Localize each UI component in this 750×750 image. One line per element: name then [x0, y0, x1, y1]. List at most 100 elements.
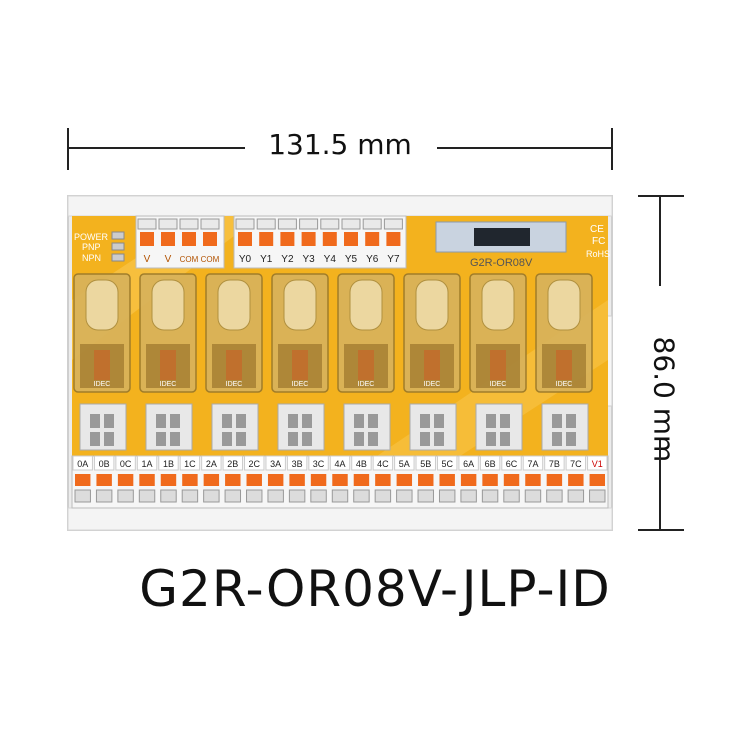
relay: IDEC: [403, 273, 461, 393]
terminal-slot: [299, 218, 319, 230]
terminal-lever: [439, 474, 455, 486]
relay-socket: [277, 403, 325, 451]
relay: IDEC: [139, 273, 197, 393]
terminal-slot: [267, 489, 284, 503]
socket-pin: [354, 432, 364, 446]
terminal-slot: [383, 218, 403, 230]
terminal-slot: [277, 218, 297, 230]
terminal-lever: [203, 474, 220, 486]
width-dimension-label: 131.5 mm: [268, 128, 412, 161]
socket-pin: [90, 414, 100, 428]
socket-pin: [288, 432, 298, 446]
terminal-label-cell: [158, 455, 179, 471]
terminal-slot: [224, 489, 242, 503]
indicator-led-group: POWER PNP NPN: [74, 231, 125, 263]
terminal-slot: [341, 218, 361, 230]
terminal-label-cell: [244, 455, 265, 471]
terminal-lever: [546, 474, 563, 486]
terminal-lever: [75, 474, 91, 486]
terminal-label-cell: [329, 455, 351, 471]
terminal-slot: [438, 489, 456, 503]
terminal-slot: [160, 489, 177, 503]
socket-pin: [486, 432, 496, 446]
top-power-terminal-label: COM: [201, 255, 220, 264]
socket-pin: [288, 414, 298, 428]
pcb-label: G2R-OR08V: [470, 257, 533, 269]
socket-pin: [156, 414, 166, 428]
terminal-lever: [280, 232, 295, 246]
socket-pin: [368, 414, 378, 428]
terminal-slot: [546, 489, 563, 503]
socket-pin: [434, 414, 444, 428]
terminal-lever: [375, 474, 391, 486]
terminal-slot: [353, 489, 370, 503]
socket-pin: [104, 432, 114, 446]
terminal-slot: [567, 489, 585, 503]
socket-pin: [170, 414, 180, 428]
terminal-label-cell: [501, 455, 522, 471]
terminal-lever: [386, 232, 401, 246]
terminal-slot: [246, 489, 263, 503]
terminal-label-cell: [436, 455, 458, 471]
bottom-terminal-label: 3A: [270, 459, 281, 469]
indicator-npn: NPN: [82, 253, 101, 263]
socket-pin: [500, 432, 510, 446]
terminal-label-cell: [265, 455, 286, 471]
terminal-lever: [568, 474, 584, 486]
ribbon-connector: G2R-OR08V: [435, 221, 567, 269]
relay-socket: [343, 403, 391, 451]
terminal-lever: [396, 474, 413, 486]
terminal-label-cell: [479, 455, 501, 471]
relay-socket: [145, 403, 193, 451]
cert-marks: CE FC RoHS: [586, 224, 610, 259]
terminal-label-cell: [415, 455, 436, 471]
terminal-lever: [182, 474, 198, 486]
bottom-terminal-label: 2A: [206, 459, 217, 469]
terminal-lever: [418, 474, 434, 486]
top-power-terminal-label: V: [165, 254, 172, 265]
socket-pin: [104, 414, 114, 428]
terminal-lever: [344, 232, 358, 246]
bottom-terminal-label: 3B: [292, 459, 303, 469]
relay-brand-label: IDEC: [358, 381, 375, 388]
socket-pin: [222, 414, 232, 428]
terminal-label-cell: [115, 455, 136, 471]
top-power-terminal-label: V: [144, 254, 151, 265]
relay: IDEC: [469, 273, 527, 393]
socket-pin: [420, 414, 430, 428]
terminal-label-cell: [565, 455, 587, 471]
relay-socket: [211, 403, 259, 451]
bottom-terminal-label: 7C: [570, 459, 582, 469]
bottom-terminal-label: 0C: [120, 459, 132, 469]
terminal-lever: [525, 474, 541, 486]
bottom-terminal-label: 0B: [99, 459, 110, 469]
terminal-lever: [139, 474, 155, 486]
bottom-terminal-label: 5C: [441, 459, 453, 469]
socket-pin: [302, 432, 312, 446]
top-signal-terminal-label: Y5: [345, 254, 358, 265]
height-dimension-line: [638, 195, 684, 531]
top-signal-terminal-label: Y3: [302, 254, 315, 265]
socket-pin: [552, 432, 562, 446]
socket-pin: [354, 414, 364, 428]
terminal-label-cell: [458, 455, 479, 471]
terminal-slot: [396, 489, 413, 503]
bottom-terminal-label: 4C: [377, 459, 389, 469]
relay: IDEC: [73, 273, 131, 393]
terminal-lever: [238, 232, 252, 246]
terminal-slot: [481, 489, 499, 503]
terminal-label-cell: [222, 455, 244, 471]
relay: IDEC: [535, 273, 593, 393]
terminal-label-cell: [93, 455, 115, 471]
terminal-slot: [362, 218, 382, 230]
relay: IDEC: [205, 273, 263, 393]
terminal-label-cell: [522, 455, 544, 471]
socket-pin: [434, 432, 444, 446]
terminal-lever: [460, 474, 477, 486]
terminal-label-cell: [286, 455, 308, 471]
terminal-slot: [203, 489, 220, 503]
terminal-slot: [74, 489, 91, 503]
